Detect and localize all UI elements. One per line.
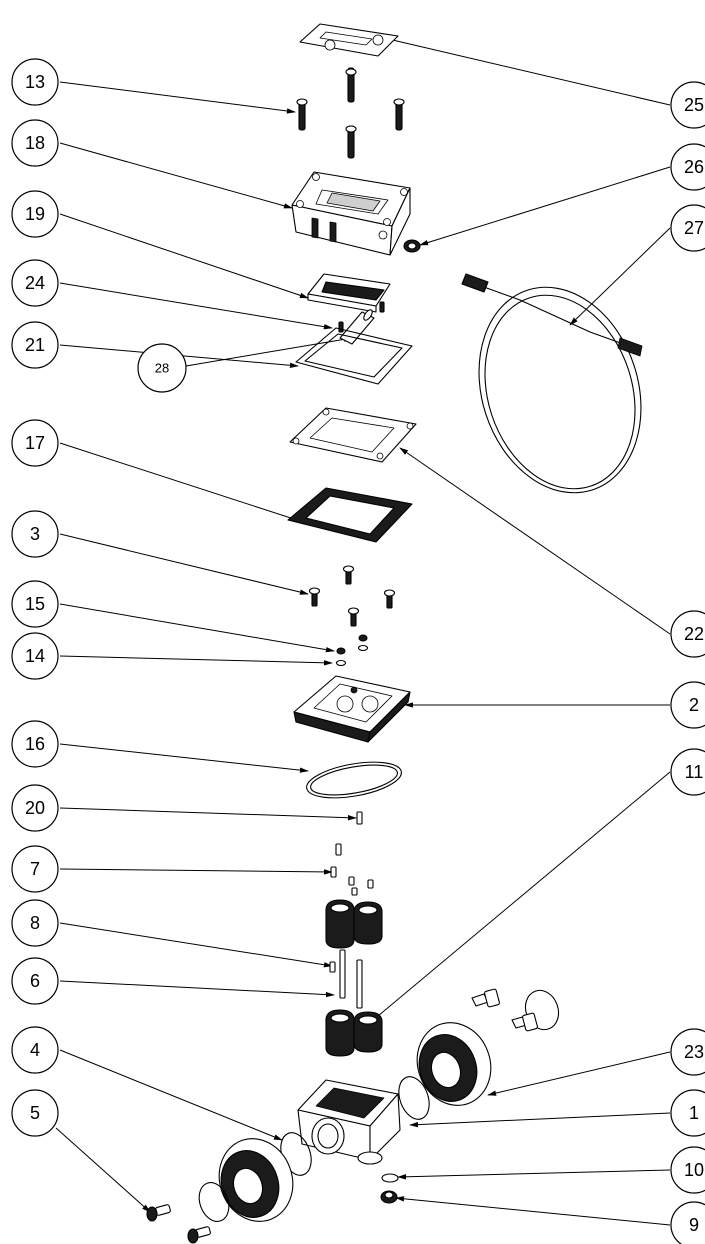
callout-2: 2: [670, 681, 705, 729]
callout-11: 11: [670, 748, 705, 796]
part-1-meter-body: [297, 1079, 401, 1165]
part-8-pin: [329, 961, 336, 973]
callout-25: 25: [670, 81, 705, 129]
callout-15: 15: [11, 580, 59, 628]
svg-text:19: 19: [25, 204, 45, 224]
part-16-o-ring: [306, 761, 402, 799]
callout-28: 28: [137, 343, 187, 393]
svg-text:2: 2: [689, 695, 699, 715]
svg-text:23: 23: [684, 1042, 704, 1062]
svg-text:22: 22: [684, 624, 704, 644]
callout-27: 27: [670, 204, 705, 252]
callout-9: 9: [670, 1201, 705, 1244]
part-upper-gears: [325, 899, 383, 949]
part-11-lower-gears: [325, 1009, 383, 1057]
part-3-screws: [308, 565, 396, 627]
leader-lines: [55, 37, 671, 1226]
svg-text:14: 14: [25, 646, 45, 666]
callout-14: 14: [11, 632, 59, 680]
part-2-meter-cover: [293, 675, 411, 743]
callout-19: 19: [11, 190, 59, 238]
svg-text:4: 4: [30, 1040, 40, 1060]
svg-text:16: 16: [25, 734, 45, 754]
callout-16: 16: [11, 720, 59, 768]
part-27-cable: [461, 273, 643, 494]
svg-text:10: 10: [684, 1160, 704, 1180]
part-22-gasket-plate: [289, 407, 417, 463]
part-18-display-cover: [291, 171, 411, 256]
part-9-drain-plug: [380, 1190, 398, 1204]
svg-text:9: 9: [689, 1215, 699, 1235]
callout-22: 22: [670, 610, 705, 658]
callout-7: 7: [11, 845, 59, 893]
svg-text:1: 1: [689, 1103, 699, 1123]
callout-20: 20: [11, 784, 59, 832]
svg-text:11: 11: [685, 762, 704, 782]
part-7-pins: [330, 843, 374, 896]
callout-13: 13: [11, 58, 59, 106]
callout-5: 5: [11, 1089, 59, 1137]
svg-text:15: 15: [25, 594, 45, 614]
svg-text:26: 26: [684, 157, 704, 177]
svg-text:8: 8: [30, 913, 40, 933]
callout-24: 24: [11, 259, 59, 307]
part-14-washers: [335, 644, 369, 667]
callout-6: 6: [11, 957, 59, 1005]
svg-text:6: 6: [30, 971, 40, 991]
callout-18: 18: [11, 119, 59, 167]
part-17-frame: [287, 487, 413, 543]
part-26-cable-gland: [403, 239, 421, 253]
svg-text:3: 3: [30, 524, 40, 544]
callout-8: 8: [11, 899, 59, 947]
svg-text:27: 27: [684, 218, 704, 238]
part-5-bolts: [146, 1204, 211, 1244]
part-10-o-ring: [381, 1173, 399, 1183]
svg-text:7: 7: [30, 859, 40, 879]
svg-text:24: 24: [25, 273, 45, 293]
part-13-cover-screws: [296, 67, 405, 159]
part-23-right-flange: [398, 988, 560, 1120]
part-4-left-flange: [198, 1132, 312, 1222]
svg-text:28: 28: [155, 361, 169, 376]
svg-text:5: 5: [30, 1103, 40, 1123]
part-21-gasket: [295, 327, 413, 385]
callout-1: 1: [670, 1089, 705, 1137]
part-15-plugs: [336, 634, 368, 655]
part-19-circuit-board: [307, 273, 391, 313]
part-6-shafts: [339, 949, 363, 1009]
part-20-pin: [356, 811, 363, 825]
part-25-label-plate: [299, 23, 399, 57]
svg-text:25: 25: [684, 95, 704, 115]
callout-10: 10: [670, 1146, 705, 1194]
svg-text:18: 18: [25, 133, 45, 153]
callout-21: 21: [11, 321, 59, 369]
callout-26: 26: [670, 143, 705, 191]
svg-text:20: 20: [25, 798, 45, 818]
svg-text:17: 17: [25, 433, 45, 453]
callout-23: 23: [670, 1028, 705, 1076]
svg-text:21: 21: [25, 335, 45, 355]
svg-text:13: 13: [25, 72, 45, 92]
callouts: 13 18 19 24 21 28 17 3 15 14 16 20 7 8 6…: [11, 58, 705, 1244]
callout-3: 3: [11, 510, 59, 558]
callout-4: 4: [11, 1026, 59, 1074]
callout-17: 17: [11, 419, 59, 467]
